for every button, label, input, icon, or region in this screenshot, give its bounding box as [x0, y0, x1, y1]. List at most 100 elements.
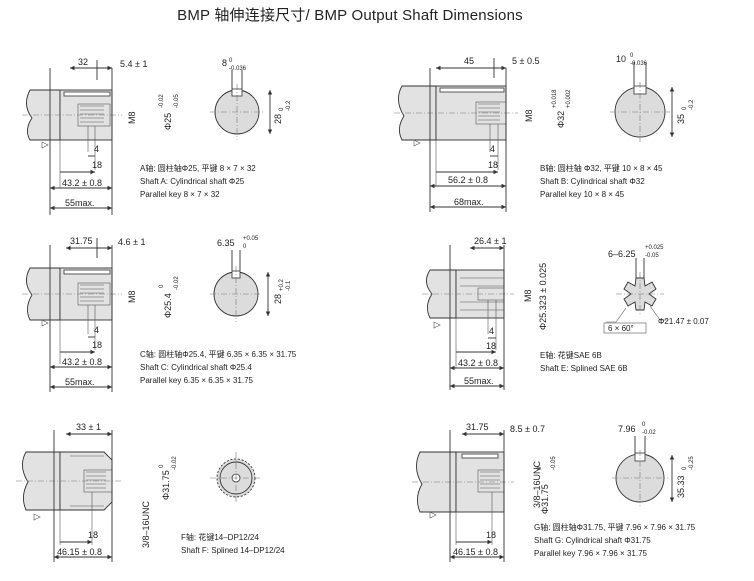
shaft-c-dim-4: 4: [94, 325, 99, 335]
shaft-c-key-width-tol-upper: +0.05: [243, 236, 259, 242]
shaft-e-spline-width-tol-upper: +0.025: [645, 245, 664, 251]
shaft-g-end-view: 7.96 0 -0.02 35.33 0 -0.25: [612, 422, 695, 506]
shaft-e-desc-en1: Shaft E: Splined SAE 6B: [540, 364, 628, 373]
shaft-f-description: F轴: 花键14–DP12/24 Shaft F: Splined 14–DP1…: [181, 532, 285, 555]
shaft-e-dim-4: 4: [489, 326, 494, 336]
shaft-c-panel: 31.75 4.6 ± 1 M8 Φ25.4 0 -0.02 4 18 43.2…: [22, 236, 297, 392]
shaft-e-dim-18: 18: [486, 341, 496, 351]
shaft-g-desc-en2: Parallel key 7.96 × 7.96 × 31.75: [534, 549, 648, 558]
shaft-a-diameter: Φ25: [163, 113, 173, 130]
shaft-a-length: 32: [78, 57, 88, 67]
shaft-g-thread: 3/8–16UNC: [532, 460, 542, 508]
shaft-a-dia-tol-upper: -0.02: [159, 94, 165, 108]
shaft-a-dim-4: 4: [94, 144, 99, 154]
shaft-b-max-length: 68max.: [454, 197, 484, 207]
shaft-e-spline-diameter: Φ21.47 ± 0.07: [658, 317, 709, 326]
shaft-f-side-view: [16, 430, 122, 562]
shaft-f-thread: 3/8–16UNC: [141, 500, 151, 548]
shaft-a-desc-en1: Shaft A: Cylindrical shaft Φ25: [140, 177, 245, 186]
shaft-f-diameter: Φ31.75: [161, 470, 171, 500]
shaft-a-key-position: 5.4 ± 1: [120, 59, 147, 69]
shaft-b-key-width-tol-upper: 0: [630, 53, 634, 59]
shaft-a-panel: 32 5.4 ± 1 M8 Φ25 -0.02 -0.05 4 18 43.2 …: [22, 57, 292, 215]
shaft-c-dim-18: 18: [92, 340, 102, 350]
shaft-a-key-width-tol-lower: -0.036: [229, 66, 247, 72]
shaft-a-flange-dim: 43.2 ± 0.8: [62, 178, 102, 188]
shaft-b-desc-en2: Parallel key 10 × 8 × 45: [540, 190, 625, 199]
shaft-c-description: C轴: 圆柱轴Φ25.4, 平键 6.35 × 6.35 × 31.75 Sha…: [140, 349, 297, 385]
shaft-f-dim-18: 18: [88, 530, 98, 540]
shaft-a-max-length: 55max.: [65, 198, 95, 208]
shaft-b-desc-en1: Shaft B: Cylindrical shaft Φ32: [540, 177, 645, 186]
shaft-a-thread: M8: [127, 111, 137, 124]
shaft-b-dim-18: 18: [488, 160, 498, 170]
shaft-f-panel: 33 ± 1 3/8–16UNC Φ31.75 0 -0.02 18 46.15…: [16, 422, 285, 562]
shaft-a-key-height-tol-lower: -0.2: [286, 100, 292, 111]
shaft-f-spline-view: [210, 452, 262, 504]
shaft-c-dia-tol-upper: 0: [159, 284, 165, 288]
shaft-a-key-height-tol-upper: 0: [279, 107, 285, 111]
shaft-g-flange-dim: 46.15 ± 0.8: [453, 547, 498, 557]
shaft-e-thread: M8: [523, 289, 533, 302]
shaft-c-max-length: 55max.: [65, 377, 95, 387]
shaft-b-length: 45: [464, 56, 474, 66]
page-title: BMP 轴伸连接尺寸/ BMP Output Shaft Dimensions: [177, 7, 523, 24]
shaft-c-dia-tol-lower: -0.02: [174, 276, 180, 290]
shaft-e-max-length: 55max.: [464, 376, 494, 386]
shaft-b-key-width: 10: [616, 54, 626, 64]
shaft-b-panel: 45 5 ± 0.5 M8 Φ32 +0.018 +0.002 4 18 56.…: [394, 53, 695, 212]
shaft-g-dia-tol-upper: 0: [537, 466, 543, 470]
shaft-b-side-view: [394, 58, 518, 212]
shaft-e-panel: 26.4 ± 1 M8 Φ25.323 ± 0.025 4 18 43.2 ± …: [422, 236, 709, 390]
shaft-c-key-height: 28: [273, 294, 283, 304]
shaft-c-key-width: 6.35: [217, 238, 235, 248]
shaft-b-flange-dim: 56.2 ± 0.8: [448, 175, 488, 185]
shaft-e-desc-cn: E轴: 花键SAE 6B: [540, 350, 602, 360]
shaft-e-diameter: Φ25.323 ± 0.025: [538, 263, 548, 330]
shaft-g-desc-en1: Shaft G: Cylindrical shaft Φ31.75: [534, 536, 651, 545]
shaft-c-desc-en2: Parallel key 6.35 × 6.35 × 31.75: [140, 376, 254, 385]
shaft-a-description: A轴: 圆柱轴Φ25, 平键 8 × 7 × 32 Shaft A: Cylin…: [140, 163, 256, 199]
shaft-a-key-width: 8: [222, 58, 227, 68]
shaft-b-key-position: 5 ± 0.5: [512, 56, 539, 66]
shaft-b-key-height-tol-upper: 0: [682, 106, 688, 110]
shaft-c-diameter: Φ25.4: [163, 293, 173, 318]
shaft-b-dia-tol-upper: +0.018: [552, 89, 558, 108]
shaft-b-key-height: 35: [676, 114, 686, 124]
shaft-f-desc-en1: Shaft F: Splined 14–DP12/24: [181, 546, 285, 555]
shaft-c-key-height-tol-lower: -0.1: [286, 280, 292, 291]
shaft-g-key-height-tol-lower: -0.25: [689, 456, 695, 470]
shaft-b-desc-cn: B轴: 圆柱轴 Φ32, 平键 10 × 8 × 45: [540, 163, 663, 173]
shaft-e-spline-count: 6 × 60°: [608, 324, 634, 333]
shaft-e-spline-view: 6–6.25 +0.025 -0.05 6 × 60° Φ21.47 ± 0.0…: [603, 245, 709, 334]
shaft-g-desc-cn: G轴: 圆柱轴Φ31.75, 平键 7.96 × 7.96 × 31.75: [534, 522, 696, 532]
shaft-b-dim-4: 4: [490, 144, 495, 154]
shaft-g-dia-tol-lower: -0.05: [551, 456, 557, 470]
shaft-f-dia-tol-lower: -0.02: [172, 456, 178, 470]
shaft-b-description: B轴: 圆柱轴 Φ32, 平键 10 × 8 × 45 Shaft B: Cyl…: [540, 163, 663, 199]
shaft-b-dimensions: 45 5 ± 0.5 M8 Φ32 +0.018 +0.002 4 18 56.…: [430, 56, 572, 210]
shaft-e-side-view: [422, 245, 514, 390]
shaft-g-description: G轴: 圆柱轴Φ31.75, 平键 7.96 × 7.96 × 31.75 Sh…: [534, 522, 696, 558]
shaft-c-thread: M8: [127, 290, 137, 303]
shaft-e-dimensions: 26.4 ± 1 M8 Φ25.323 ± 0.025 4 18 43.2 ± …: [450, 236, 548, 389]
shaft-c-desc-cn: C轴: 圆柱轴Φ25.4, 平键 6.35 × 6.35 × 31.75: [140, 349, 297, 359]
shaft-a-side-view: [22, 60, 122, 215]
shaft-a-key-height: 28: [273, 114, 283, 124]
shaft-e-description: E轴: 花键SAE 6B Shaft E: Splined SAE 6B: [540, 350, 628, 373]
shaft-g-key-width: 7.96: [618, 424, 636, 434]
shaft-b-key-width-tol-lower: -0.036: [630, 61, 648, 67]
shaft-c-dimensions: 31.75 4.6 ± 1 M8 Φ25.4 0 -0.02 4 18 43.2…: [50, 236, 180, 390]
shaft-a-dim-18: 18: [92, 160, 102, 170]
shaft-g-key-height-tol-upper: 0: [682, 466, 688, 470]
shaft-f-dia-tol-upper: 0: [159, 464, 165, 468]
shaft-e-length: 26.4 ± 1: [474, 236, 506, 246]
shaft-f-desc-cn: F轴: 花键14–DP12/24: [181, 532, 259, 542]
shaft-g-diameter: Φ31.75: [540, 484, 550, 514]
shaft-f-length: 33 ± 1: [76, 422, 101, 432]
shaft-a-dia-tol-lower: -0.05: [174, 94, 180, 108]
shaft-g-key-height: 35.33: [676, 475, 686, 498]
shaft-c-key-width-tol-lower: 0: [243, 244, 247, 250]
shaft-g-key-width-tol-upper: 0: [642, 422, 646, 428]
